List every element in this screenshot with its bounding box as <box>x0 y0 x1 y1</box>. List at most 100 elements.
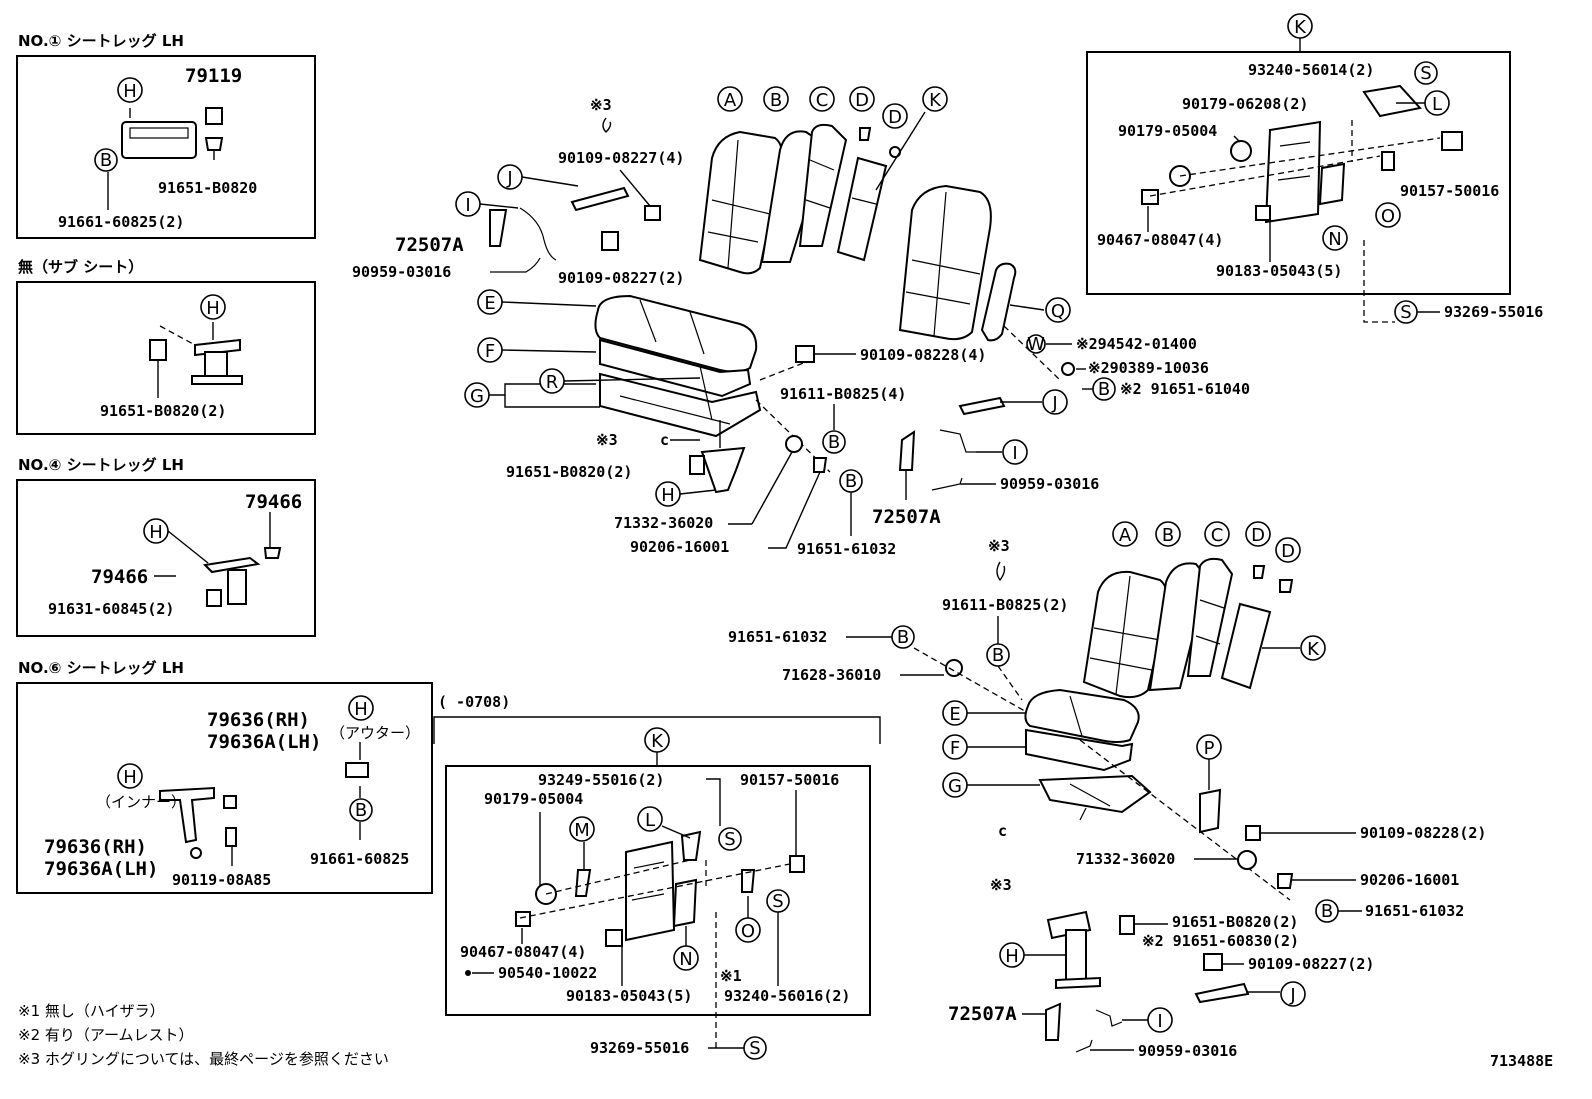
callout-j-top: J <box>497 164 523 190</box>
svg-text:O: O <box>741 921 755 942</box>
part-90540-10022: 90540-10022 <box>498 964 597 982</box>
right-cushion <box>1024 688 1152 821</box>
right-seat-leg <box>1045 910 1250 1053</box>
callout-e-right: E <box>942 700 968 726</box>
part-90206-16001-top: 90206-16001 <box>630 538 729 556</box>
callout-b-mid: B <box>822 430 846 454</box>
svg-text:B: B <box>828 432 840 453</box>
inset3-box <box>16 479 316 637</box>
inset1-box <box>16 55 316 239</box>
ref3-top: ※3 <box>590 96 612 114</box>
part-93249-55016-2: 93249-55016(2) <box>538 771 664 789</box>
svg-text:B: B <box>992 645 1004 666</box>
part-93240-56014-2: 93240-56014(2) <box>1248 61 1374 79</box>
svg-text:H: H <box>123 767 137 788</box>
inset3-header: NO.④ シートレッグ LH <box>18 456 184 474</box>
part-79636a-lh: 79636A(LH) <box>207 731 321 753</box>
part-90183-05043-5-tr: 90183-05043(5) <box>1216 262 1342 280</box>
callout-j-mid: J <box>1042 389 1068 415</box>
callout-s-tr2: S <box>1394 300 1418 324</box>
callout-k-box: K <box>644 727 670 753</box>
callout-e-top: E <box>477 289 503 315</box>
seat-leg-no6 <box>159 742 369 866</box>
callout-n-tr: N <box>1322 225 1348 251</box>
part-91661-60825: 91661-60825 <box>310 850 409 868</box>
recliner-mechanism-top <box>1141 84 1463 224</box>
callout-f-top: F <box>477 337 503 363</box>
callout-l-box: L <box>637 806 663 832</box>
callout-h-outer: H <box>348 695 374 721</box>
part-91611-b0825-4: 91611-B0825(4) <box>780 385 906 403</box>
callout-k-tr: K <box>1287 13 1313 39</box>
svg-text:J: J <box>1289 985 1295 1006</box>
svg-text:F: F <box>485 341 495 362</box>
bench-cushion <box>594 294 762 494</box>
svg-text:I: I <box>1012 443 1017 464</box>
svg-text:D: D <box>1281 541 1295 562</box>
part-91651-b0820: 91651-B0820 <box>158 179 257 197</box>
label-outer: （アウター） <box>330 724 420 742</box>
svg-text:G: G <box>948 776 962 797</box>
callout-l-tr: L <box>1424 90 1450 116</box>
svg-text:K: K <box>651 731 664 752</box>
seat-leg-no4 <box>154 512 282 607</box>
recliner-box-bottom <box>445 765 871 1016</box>
part-72507a-right: 72507A <box>948 1003 1017 1025</box>
svg-text:M: M <box>574 820 590 841</box>
part-93269-55016-bottom: 93269-55016 <box>590 1039 689 1057</box>
callout-i-mid: I <box>1002 439 1028 465</box>
callout-i-top: I <box>455 191 481 217</box>
svg-text:C: C <box>1211 525 1224 546</box>
callout-b-right: B <box>1155 521 1181 547</box>
callout-d-right-2: D <box>1275 537 1301 563</box>
callout-s-bottom: S <box>743 1036 767 1060</box>
callout-g-right: G <box>942 772 968 798</box>
svg-text:C: C <box>816 90 829 111</box>
callout-b-right-1: B <box>986 643 1010 667</box>
part-90389-10036: ※290389-10036 <box>1088 359 1209 377</box>
part-91661-60825-2: 91661-60825(2) <box>58 213 184 231</box>
callout-m: M <box>569 816 595 842</box>
part-71628-36010: 71628-36010 <box>782 666 881 684</box>
svg-text:B: B <box>845 471 857 492</box>
svg-text:J: J <box>506 168 512 189</box>
part-91611-b0825-2: 91611-B0825(2) <box>942 596 1068 614</box>
callout-b-top: B <box>763 86 789 112</box>
svg-text:D: D <box>888 107 902 128</box>
svg-text:H: H <box>661 485 675 506</box>
callout-b-mid2: B <box>839 469 863 493</box>
callout-n-box: N <box>673 945 699 971</box>
recliner-box-top <box>1086 51 1511 295</box>
callout-r: R <box>539 368 565 394</box>
ref3-mid: ※3 <box>596 431 618 449</box>
callout-w: W <box>1026 334 1046 355</box>
part-90179-06208-2: 90179-06208(2) <box>1182 95 1308 113</box>
part-91651-61040: ※2 91651-61040 <box>1120 380 1250 398</box>
seat-leg-sub <box>149 322 243 398</box>
part-91651-61032-top: 91651-61032 <box>797 540 896 558</box>
callout-s-box1: S <box>718 827 742 851</box>
svg-text:A: A <box>724 90 737 111</box>
svg-text:N: N <box>1328 229 1341 250</box>
svg-text:S: S <box>772 891 783 912</box>
callout-d-top-1: D <box>849 86 875 112</box>
svg-text:K: K <box>1307 639 1320 660</box>
part-79636a-lh-b: 79636A(LH) <box>44 858 158 880</box>
part-90959-03016-top: 90959-03016 <box>352 263 451 281</box>
part-90959-03016-mid: 90959-03016 <box>1000 475 1099 493</box>
inset1-header: NO.① シートレッグ LH <box>18 32 184 50</box>
callout-h-mid: H <box>655 481 681 507</box>
svg-text:B: B <box>770 90 782 111</box>
callout-d-top-2: D <box>882 103 908 129</box>
callout-a-right: A <box>1112 521 1138 547</box>
svg-text:S: S <box>1400 302 1411 323</box>
part-71332-36020-right: 71332-36020 <box>1076 850 1175 868</box>
svg-text:B: B <box>1321 901 1333 922</box>
svg-text:F: F <box>950 738 960 759</box>
part-94542-01400: ※294542-01400 <box>1076 335 1197 353</box>
part-79636-rh: 79636(RH) <box>207 709 310 731</box>
part-90179-05004-box: 90179-05004 <box>484 790 583 808</box>
inset4-box <box>16 682 433 894</box>
hook-mid: c <box>660 431 669 449</box>
callout-b-inset1: B <box>94 148 118 172</box>
